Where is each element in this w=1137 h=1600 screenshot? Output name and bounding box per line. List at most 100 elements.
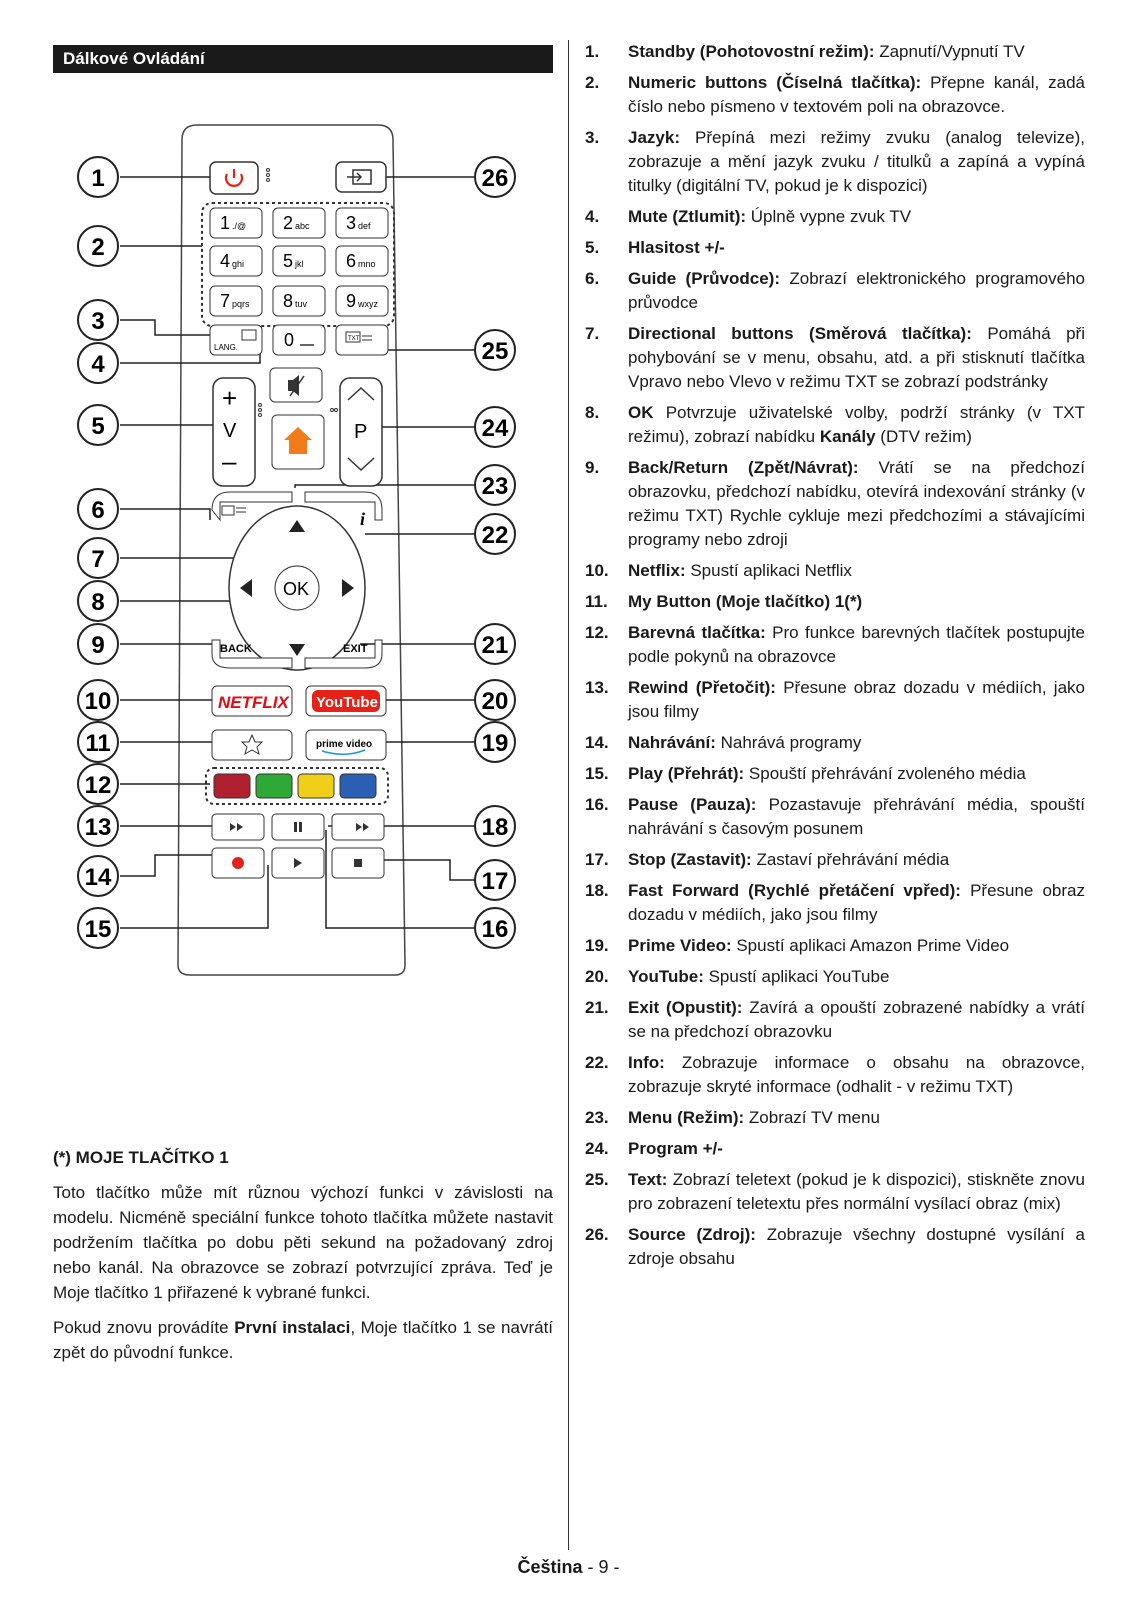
blue-button [339,773,377,799]
item-text: Play (Přehrát): Spouští přehrávání zvole… [628,764,1026,783]
callout-7: 7 [91,546,104,573]
key-5: 5 [283,251,293,271]
rewind-button [211,813,265,841]
volume-rocker: + V – [212,377,262,487]
item-text: Text: Zobrazí teletext (pokud je k dispo… [628,1170,1085,1213]
svg-text:pqrs: pqrs [232,299,250,309]
callout-1: 1 [91,165,104,192]
youtube-logo: YouTube [316,694,378,711]
exit-button: EXIT [304,639,383,669]
list-item: 14.Nahrávání: Nahrává programy [585,731,1085,755]
home-icon [284,427,312,454]
item-number: 12. [585,623,609,642]
page-footer: Čeština - 9 - [0,1557,1137,1578]
callout-4: 4 [91,351,105,378]
power-icon [224,169,244,187]
list-item: 11.My Button (Moje tlačítko) 1(*) [585,590,1085,614]
item-text: My Button (Moje tlačítko) 1(*) [628,592,863,611]
svg-text:BACK: BACK [220,643,252,655]
youtube-button: YouTube [305,685,387,717]
callout-19: 19 [482,730,509,757]
key-1: 1 [220,213,230,233]
my-button-note: (*) MOJE TLAČÍTKO 1 Toto tlačítko může m… [53,1145,553,1375]
fast-forward-icon [356,823,369,831]
item-number: 22. [585,1053,609,1072]
rewind-icon [230,823,243,831]
yellow-button [297,773,335,799]
callout-17: 17 [482,868,509,895]
item-number: 23. [585,1108,609,1127]
item-text: Program +/- [628,1139,723,1158]
mute-button [269,367,323,403]
ok-button [274,565,320,611]
play-icon [294,858,302,868]
svg-text:tuv: tuv [295,299,308,309]
callout-21: 21 [482,632,509,659]
list-item: 8.OK Potvrzuje uživatelské volby, podrží… [585,401,1085,449]
callout-23: 23 [482,473,509,500]
prime-video-button: prime video [305,729,387,761]
menu-button [271,414,325,470]
directional-pad: OK [228,505,366,671]
item-text: Jazyk: Přepíná mezi režimy zvuku (analog… [628,128,1085,195]
svg-text:ghi: ghi [232,259,244,269]
play-button [271,847,325,879]
item-number: 8. [585,403,600,422]
item-number: 5. [585,238,600,257]
record-icon [232,857,244,869]
info-icon: i [360,509,365,529]
item-number: 18. [585,881,609,900]
item-number: 6. [585,269,600,288]
list-item: 17.Stop (Zastavit): Zastaví přehrávání m… [585,848,1085,872]
callout-13: 13 [85,814,112,841]
list-item: 22. Info: Zobrazuje informace o obsahu na… [585,1051,1085,1099]
source-icon [347,169,372,185]
callout-6: 6 [91,497,104,524]
callout-16: 16 [482,916,509,943]
list-item: 16.Pause (Pauza): Pozastavuje přehrávání… [585,793,1085,841]
pause-icon [294,822,302,832]
arrow-left-icon [240,579,252,597]
item-text: Back/Return (Zpět/Návrat): Vrátí se na p… [628,458,1085,549]
list-item: 26.Source (Zdroj): Zobrazuje všechny dos… [585,1223,1085,1271]
note-paragraph-2: Pokud znovu provádíte První instalaci, M… [53,1318,554,1362]
callout-3: 3 [91,308,104,335]
item-number: 21. [585,998,609,1017]
item-text: Netflix: Spustí aplikaci Netflix [628,561,852,580]
svg-text:wxyz: wxyz [357,299,378,309]
list-item: 10.Netflix: Spustí aplikaci Netflix [585,559,1085,583]
key-8: 8 [283,291,293,311]
svg-text:–: – [222,446,237,476]
netflix-button: NETFLIX [211,685,293,717]
svg-text:LANG.: LANG. [214,343,238,352]
item-number: 7. [585,324,600,343]
item-text: Info: Zobrazuje informace o obsahu na ob… [628,1053,1085,1096]
item-number: 4. [585,207,600,226]
item-text: Numeric buttons (Číselná tlačítka): Přep… [628,73,1085,116]
my-button-1 [211,729,293,761]
guide-button [211,491,293,522]
list-item: 3.Jazyk: Přepíná mezi režimy zvuku (anal… [585,126,1085,198]
callout-15: 15 [85,916,112,943]
callouts-left: 1 2 3 4 5 6 7 8 9 10 11 12 13 14 15 [77,156,119,949]
callout-22: 22 [482,522,509,549]
item-number: 17. [585,850,609,869]
svg-text:TXT: TXT [348,336,360,342]
item-text: Fast Forward (Rychlé přetáčení vpřed): P… [628,881,1085,924]
item-text: Guide (Průvodce): Zobrazí elektronického… [628,269,1085,312]
item-text: Rewind (Přetočit): Přesune obraz dozadu … [628,678,1085,721]
list-item: 18. Fast Forward (Rychlé přetáčení vpřed)… [585,879,1085,927]
section-title: Dálkové Ovládání [53,45,553,73]
note-paragraph-1: Toto tlačítko může mít různou výchozí fu… [53,1183,553,1302]
svg-text:+: + [222,383,237,413]
key-4: 4 [220,251,230,271]
item-text: Directional buttons (Směrová tlačítka): … [628,324,1085,391]
item-number: 2. [585,73,600,92]
item-text: Nahrávání: Nahrává programy [628,733,862,752]
item-text: Pause (Pauza): Pozastavuje přehrávání mé… [628,795,1085,838]
svg-text:abc: abc [295,221,310,231]
svg-text:OK: OK [283,579,309,599]
callout-11: 11 [85,730,110,757]
item-text: Barevná tlačítka: Pro funkce barevných t… [628,623,1085,666]
